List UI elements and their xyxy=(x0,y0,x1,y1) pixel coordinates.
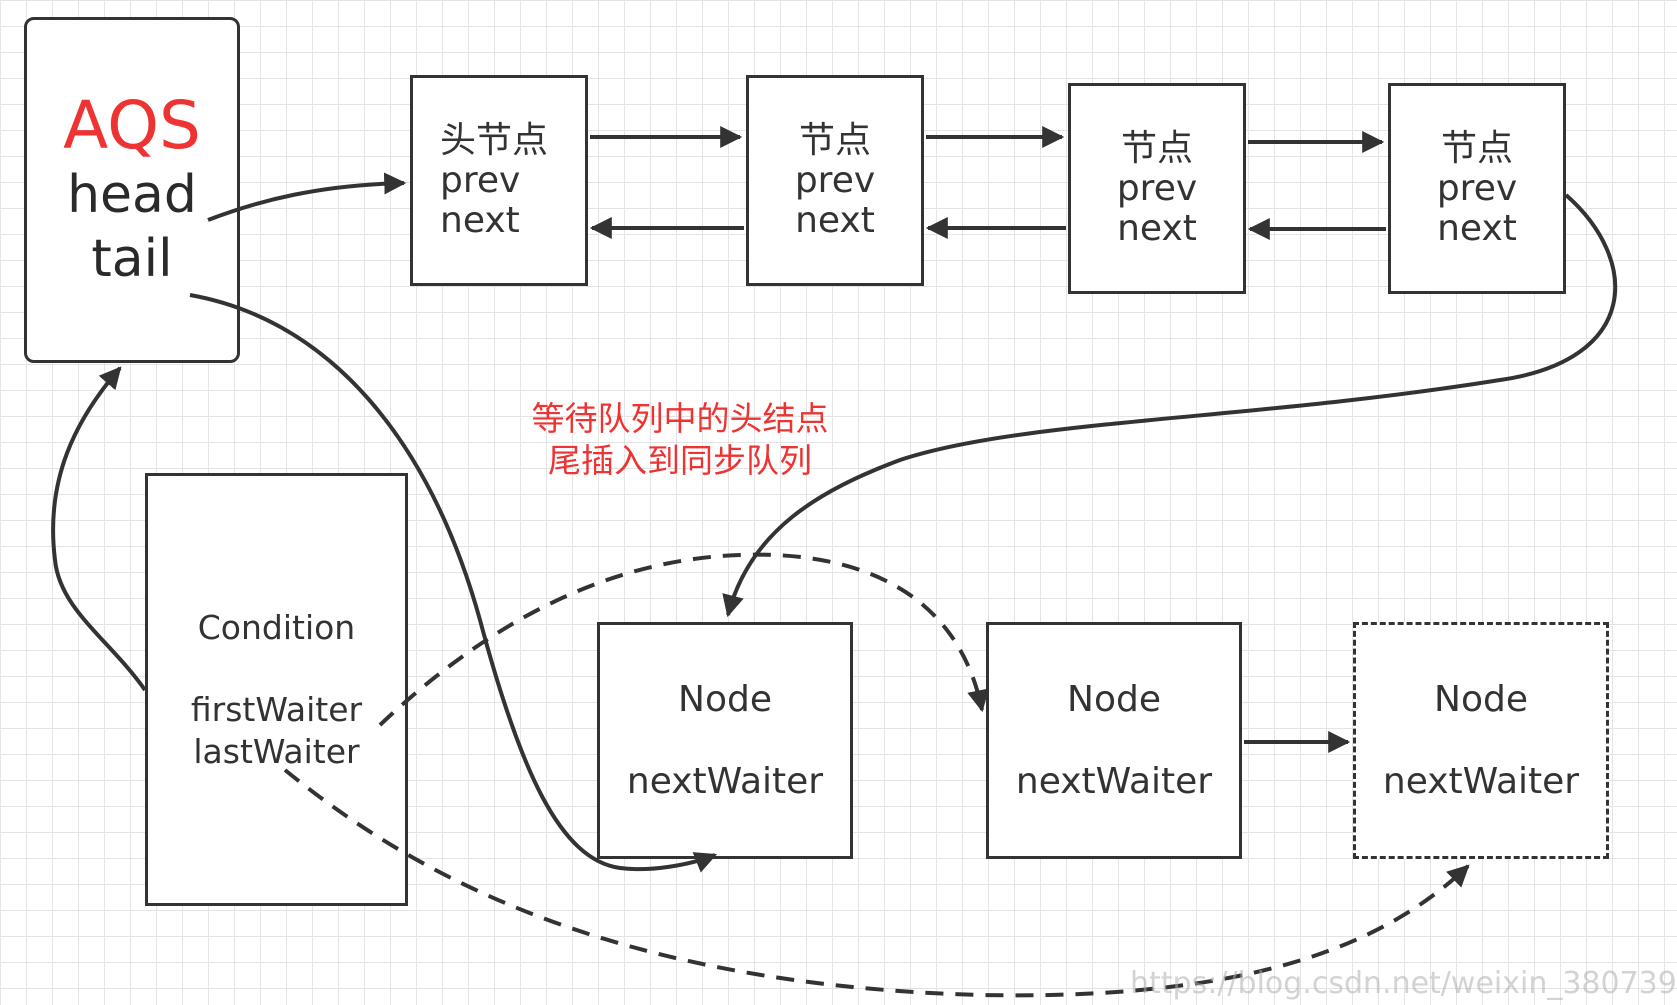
node-next-field: next xyxy=(1117,207,1197,249)
condition-label: Condition xyxy=(197,607,356,647)
aqs-box: AQS head tail xyxy=(24,17,240,363)
last-waiter-pointer-arrow xyxy=(283,768,1470,998)
next-waiter-field: nextWaiter xyxy=(626,760,824,802)
sync-queue-node-3: 节点 prev next xyxy=(1068,83,1246,294)
sync-queue-node-2: 节点 prev next xyxy=(746,75,924,286)
annotation-line-1: 等待队列中的头结点 xyxy=(531,399,829,438)
watermark: https://blog.csdn.net/weixin_380739 xyxy=(1130,966,1677,1001)
wait-queue-node-2: Node nextWaiter xyxy=(986,622,1242,859)
wait-queue-node-3-new: Node nextWaiter xyxy=(1353,622,1609,859)
tail-pointer-arrow xyxy=(189,293,718,873)
annotation-line-2: 尾插入到同步队列 xyxy=(548,441,812,480)
enqueue-to-sync-arrow xyxy=(722,193,1618,618)
aqs-head-field: head xyxy=(67,165,197,225)
node-prev-field: prev xyxy=(1116,167,1198,209)
aqs-title: AQS xyxy=(63,87,201,164)
node-label: 节点 xyxy=(1120,127,1193,169)
sync-queue-head-node: 头节点 prev next xyxy=(410,75,588,286)
node-label: Node xyxy=(1067,678,1161,720)
transfer-annotation: 等待队列中的头结点 尾插入到同步队列 xyxy=(480,398,880,482)
condition-to-aqs-arrow xyxy=(51,366,147,692)
node-label: 节点 xyxy=(1440,127,1513,169)
next-waiter-field: nextWaiter xyxy=(1382,760,1580,802)
node-label: Node xyxy=(1434,678,1528,720)
node-label: 节点 xyxy=(798,119,871,161)
next-waiter-field: nextWaiter xyxy=(1015,760,1213,802)
node-next-field: next xyxy=(1437,207,1517,249)
connector-layer xyxy=(51,126,1618,998)
node-label: 头节点 xyxy=(440,119,549,161)
node-label: Node xyxy=(678,678,772,720)
aqs-tail-field: tail xyxy=(91,229,173,289)
first-waiter-pointer-arrow xyxy=(378,552,989,727)
node-prev-field: prev xyxy=(440,159,521,201)
wait-queue-node-1: Node nextWaiter xyxy=(597,622,853,859)
node-prev-field: prev xyxy=(1436,167,1518,209)
last-waiter-field: lastWaiter xyxy=(193,731,360,771)
node-prev-field: prev xyxy=(794,159,876,201)
sync-queue-node-4: 节点 prev next xyxy=(1388,83,1566,294)
node-next-field: next xyxy=(795,199,875,241)
first-waiter-field: firstWaiter xyxy=(190,689,363,729)
head-pointer-arrow xyxy=(207,172,407,222)
condition-box: Condition firstWaiter lastWaiter xyxy=(145,473,408,906)
node-next-field: next xyxy=(440,199,520,241)
